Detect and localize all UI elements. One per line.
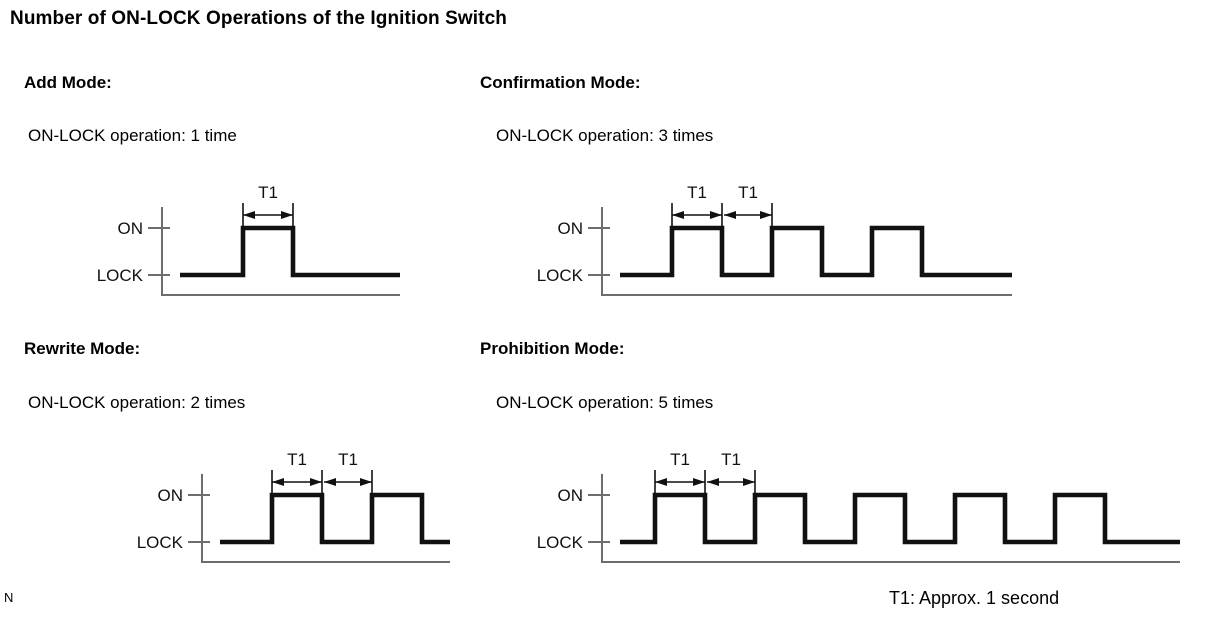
- axis-lines: [201, 474, 450, 563]
- dimension-t1-1: T1: [271, 450, 323, 493]
- panel-subtitle-prohibition-mode: ON-LOCK operation: 5 times: [496, 393, 714, 412]
- signal-trace: [620, 492, 1180, 545]
- dimension-t1-1: T1: [654, 450, 706, 493]
- signal-trace: [180, 225, 400, 278]
- waveform-rewrite-mode: ON LOCK T1: [40, 437, 470, 572]
- axis-lines: [601, 207, 1012, 296]
- signal-trace: [620, 225, 1012, 278]
- dimension-t1-1: T1: [242, 183, 294, 226]
- panel-subtitle-rewrite-mode: ON-LOCK operation: 2 times: [28, 393, 246, 412]
- panel-heading-confirmation-mode: Confirmation Mode:: [480, 73, 641, 92]
- level-label-on: ON: [158, 486, 184, 505]
- page-title: Number of ON-LOCK Operations of the Igni…: [10, 8, 507, 29]
- waveform-prohibition-mode: ON LOCK T1: [440, 437, 1185, 572]
- level-label-lock: LOCK: [537, 533, 584, 552]
- corner-mark: N: [4, 590, 14, 605]
- footnote-t1: T1: Approx. 1 second: [889, 588, 1060, 608]
- panel-heading-add-mode: Add Mode:: [24, 73, 112, 92]
- panel-heading-rewrite-mode: Rewrite Mode:: [24, 339, 141, 358]
- dimension-label-t1: T1: [338, 450, 358, 469]
- panel-heading-prohibition-mode: Prohibition Mode:: [480, 339, 625, 358]
- axis-lines: [161, 207, 400, 296]
- waveform-add-mode: ON LOCK T1: [0, 170, 430, 305]
- level-label-on: ON: [118, 219, 144, 238]
- waveform-confirmation-mode: ON LOCK T1: [440, 170, 1030, 305]
- level-label-lock: LOCK: [137, 533, 184, 552]
- dimension-label-t1: T1: [738, 183, 758, 202]
- dimension-label-t1: T1: [687, 183, 707, 202]
- dimension-t1-2: T1: [724, 183, 773, 226]
- signal-trace: [220, 492, 450, 545]
- dimension-label-t1: T1: [670, 450, 690, 469]
- dimension-label-t1: T1: [721, 450, 741, 469]
- level-label-lock: LOCK: [97, 266, 144, 285]
- panel-subtitle-confirmation-mode: ON-LOCK operation: 3 times: [496, 126, 714, 145]
- axis-lines: [601, 474, 1180, 563]
- dimension-t1-2: T1: [707, 450, 756, 493]
- level-label-on: ON: [558, 219, 584, 238]
- level-label-lock: LOCK: [537, 266, 584, 285]
- dimension-t1-1: T1: [671, 183, 723, 226]
- dimension-t1-2: T1: [324, 450, 373, 493]
- panel-subtitle-add-mode: ON-LOCK operation: 1 time: [28, 126, 237, 145]
- dimension-label-t1: T1: [287, 450, 307, 469]
- dimension-label-t1: T1: [258, 183, 278, 202]
- level-label-on: ON: [558, 486, 584, 505]
